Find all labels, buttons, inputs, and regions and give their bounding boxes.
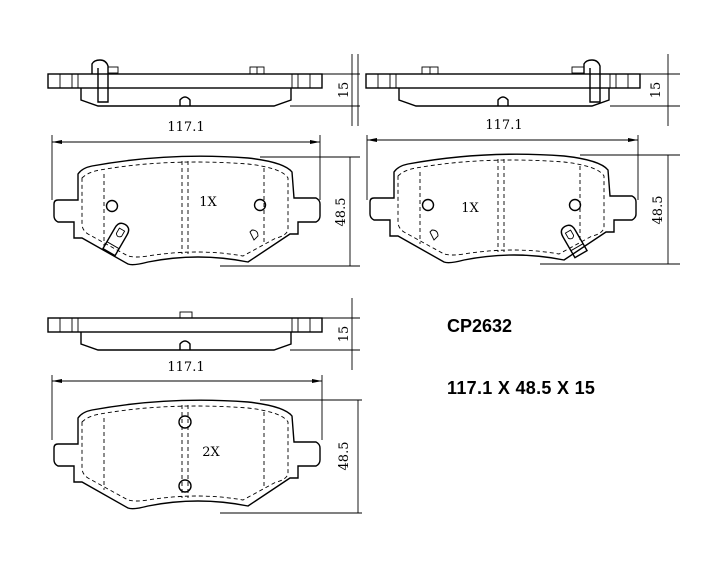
- thickness-dim: 15: [337, 326, 352, 343]
- thickness-dim: 15: [649, 82, 664, 99]
- part-number: CP2632: [447, 316, 513, 336]
- wear-indicator-icon: [560, 224, 589, 259]
- pad-c-front-view: 2X 48.5: [53, 399, 362, 514]
- pad-b-side-view: 15: [357, 54, 680, 126]
- wear-indicator-icon: [101, 222, 130, 257]
- quantity-label: 1X: [461, 201, 479, 216]
- pad-b-width-dim: 117.1: [366, 118, 639, 200]
- part-dimensions: 117.1 X 48.5 X 15: [447, 378, 596, 398]
- height-dim: 48.5: [337, 442, 352, 471]
- pad-a-side-view: 15: [47, 54, 360, 126]
- quantity-label: 1X: [199, 195, 217, 210]
- pad-c-side-view: 15: [47, 298, 360, 370]
- width-dim: 117.1: [167, 360, 204, 375]
- pad-a-front-view: 1X 48.5: [53, 155, 360, 267]
- quantity-label: 2X: [202, 445, 220, 460]
- height-dim: 48.5: [334, 198, 349, 227]
- pad-c-width-dim: 117.1: [51, 360, 323, 440]
- thickness-dim: 15: [337, 82, 352, 99]
- height-dim: 48.5: [651, 196, 666, 225]
- pad-b-front-view: 1X 48.5: [369, 153, 680, 265]
- pad-a-width-dim: 117.1: [51, 120, 321, 200]
- width-dim: 117.1: [167, 120, 204, 135]
- width-dim: 117.1: [485, 118, 522, 133]
